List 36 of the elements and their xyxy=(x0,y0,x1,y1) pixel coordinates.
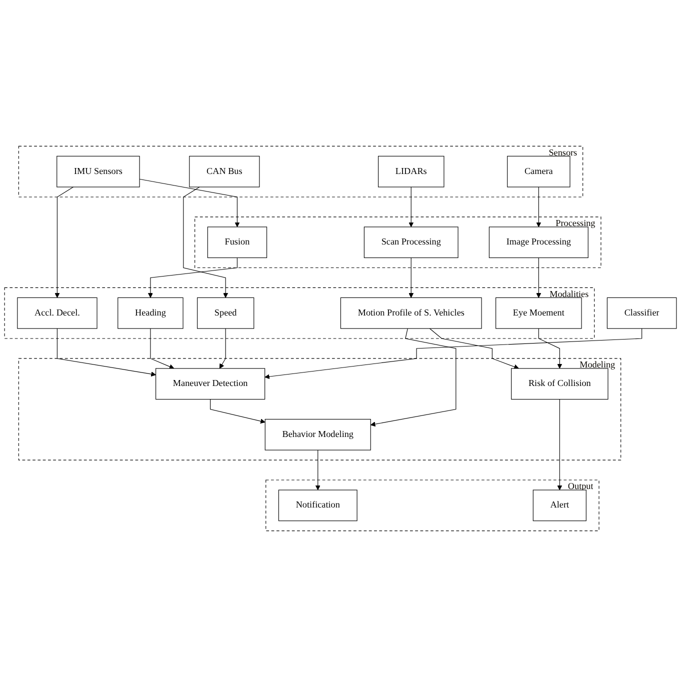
arrow xyxy=(56,328,156,377)
node-box: Eye Moement xyxy=(496,297,582,329)
arrow xyxy=(536,186,542,228)
node-box: Image Processing xyxy=(488,226,588,258)
arrow xyxy=(557,398,562,490)
node-box: Motion Profile of S. Vehicles xyxy=(340,297,482,329)
arrow xyxy=(538,328,562,369)
arrow xyxy=(536,257,542,298)
arrow xyxy=(54,186,74,298)
node-box: Classifier xyxy=(606,297,677,329)
arrow xyxy=(408,257,414,298)
node-box: Speed xyxy=(197,297,254,329)
node-box: LIDARs xyxy=(378,156,444,188)
node-box: Behavior Modeling xyxy=(264,418,371,450)
arrow xyxy=(219,328,226,369)
node-box: Accl. Decel. xyxy=(17,297,98,329)
arrow xyxy=(150,328,174,369)
arrow xyxy=(408,186,414,228)
arrow xyxy=(183,186,228,298)
node-box: Scan Processing xyxy=(364,226,458,258)
node-box: CAN Bus xyxy=(189,156,260,188)
node-box: Fusion xyxy=(207,226,268,258)
node-box: IMU Sensors xyxy=(56,156,140,188)
arrow xyxy=(370,328,456,427)
node-box: Maneuver Detection xyxy=(156,368,266,400)
node-box: Heading xyxy=(118,297,184,329)
node-box: Camera xyxy=(507,156,570,188)
node-box: Alert xyxy=(532,490,586,522)
node-box: Notification xyxy=(278,490,358,522)
arrow xyxy=(210,398,266,424)
arrow xyxy=(264,328,642,380)
arrow xyxy=(429,328,519,370)
arrow xyxy=(315,450,320,490)
arrow xyxy=(148,257,238,298)
node-box: Risk of Collision xyxy=(511,368,608,400)
arrow xyxy=(139,178,240,228)
